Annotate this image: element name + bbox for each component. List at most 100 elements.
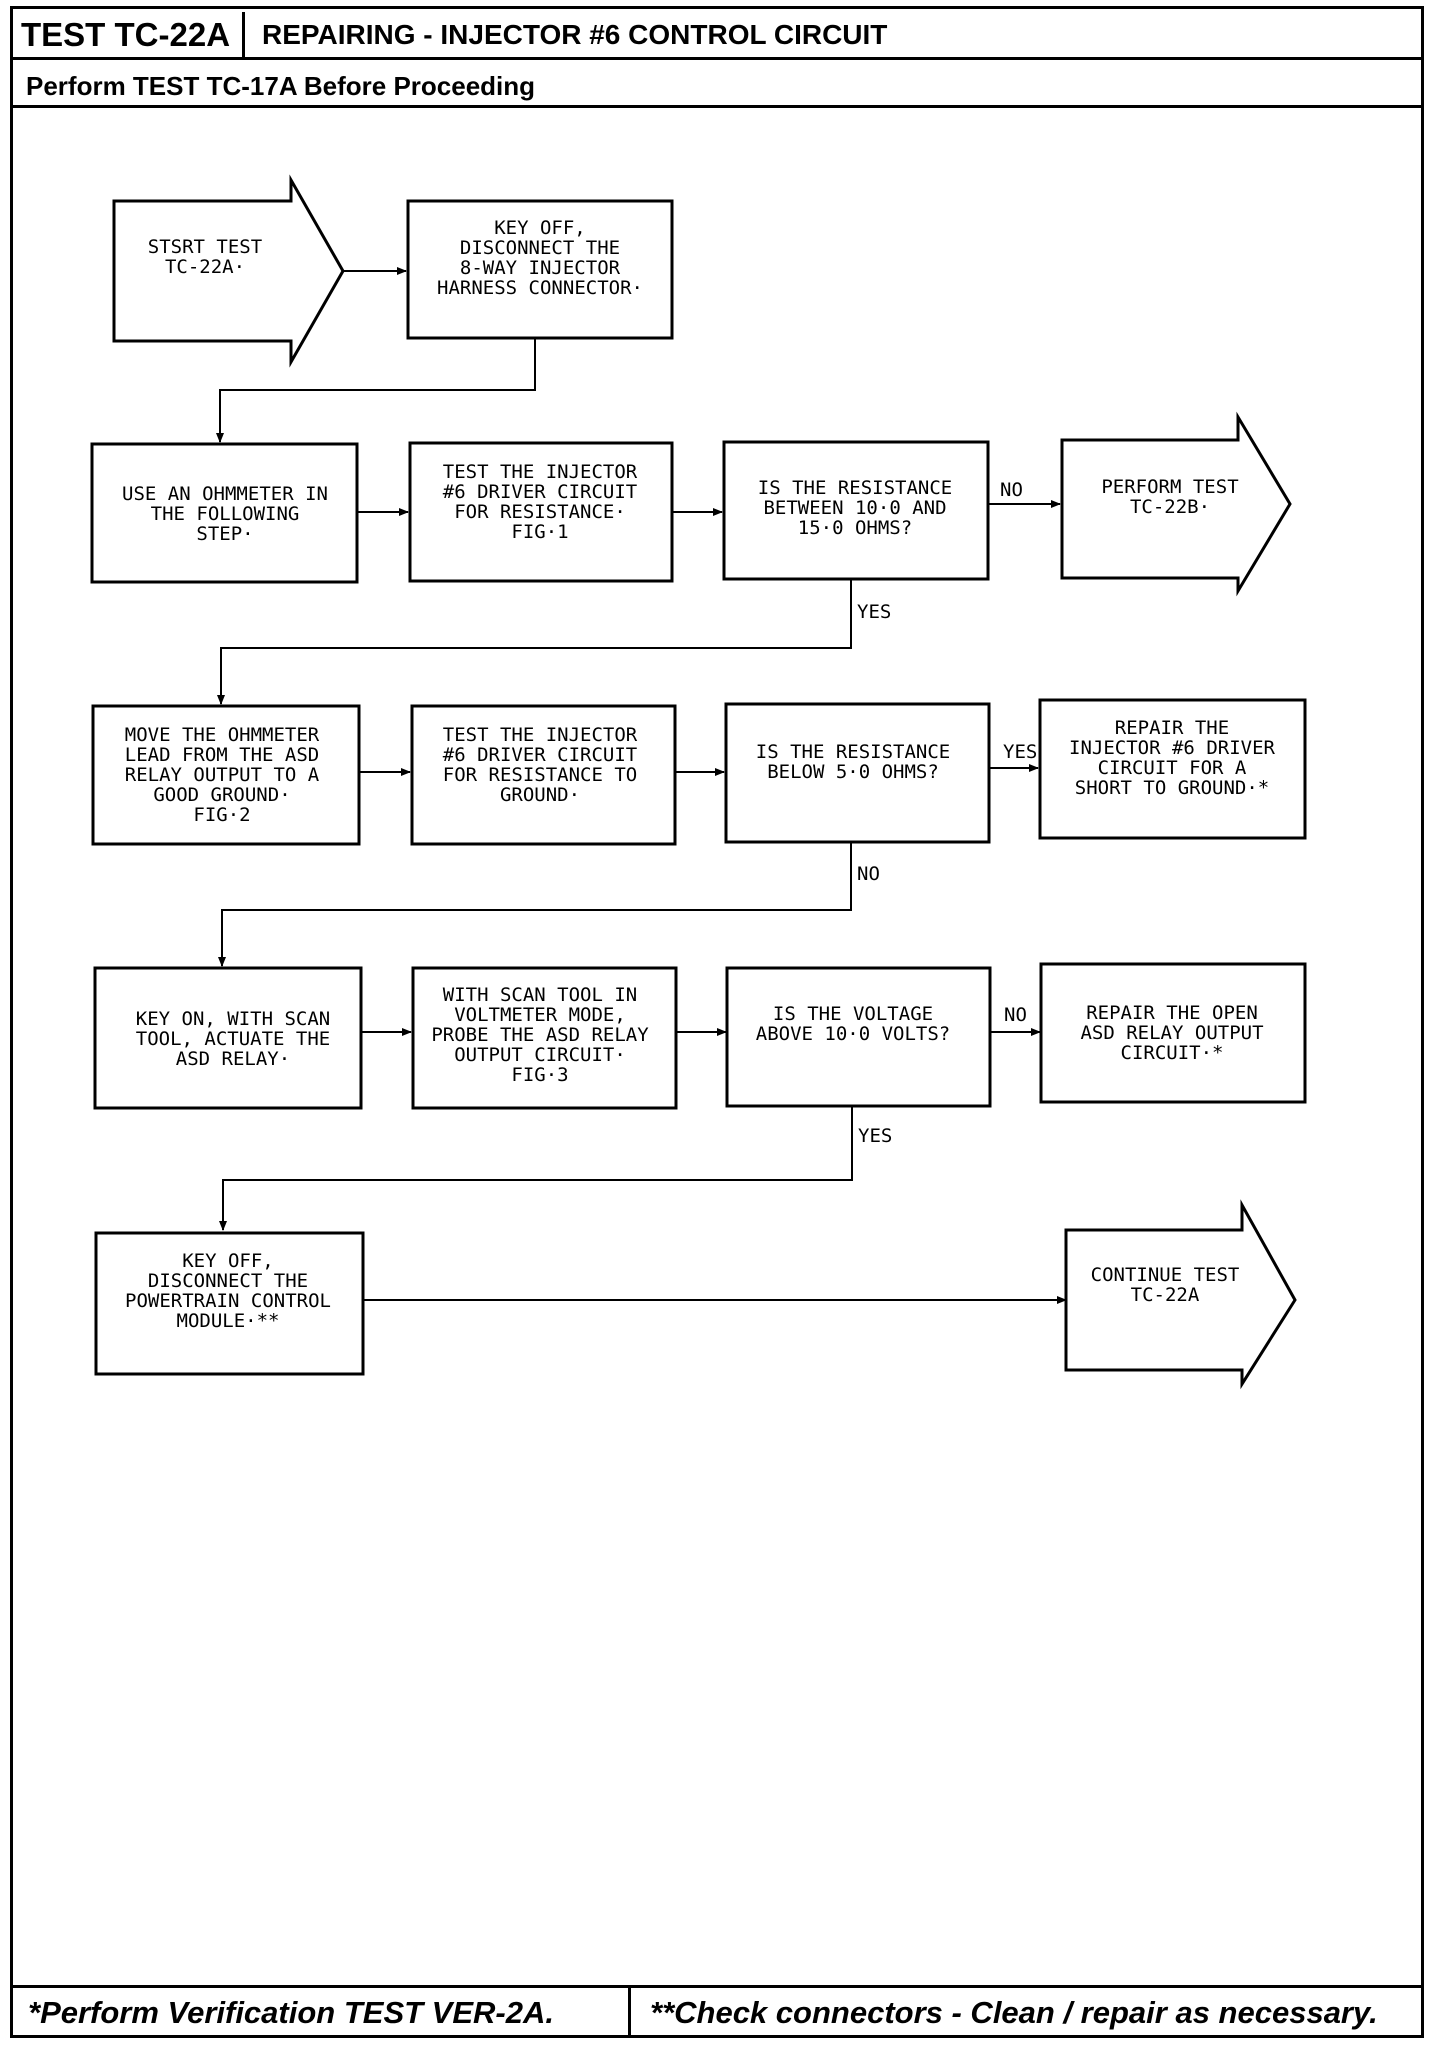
step-line: TOOL, ACTUATE THE — [136, 1028, 330, 1050]
step-line: INJECTOR #6 DRIVER — [1069, 737, 1275, 759]
prerequisite-row — [10, 57, 1424, 108]
step-line: STEP· — [196, 523, 253, 545]
terminal-line: PERFORM TEST — [1101, 476, 1238, 498]
step-line: RELAY OUTPUT TO A — [125, 764, 320, 786]
step-line: THE FOLLOWING — [151, 503, 300, 525]
connectors — [216, 267, 1067, 1304]
step-line: PROBE THE ASD RELAY — [431, 1024, 649, 1046]
step-line: CIRCUIT·* — [1121, 1042, 1224, 1064]
step-line: FIG·1 — [511, 521, 568, 543]
step-line: FOR RESISTANCE TO — [443, 764, 637, 786]
step-line: REPAIR THE — [1115, 717, 1229, 739]
footer-divider — [10, 1985, 1424, 1988]
step-line: SHORT TO GROUND·* — [1075, 777, 1269, 799]
header-row — [10, 6, 1424, 60]
step-line: GROUND· — [500, 784, 580, 806]
step-line: REPAIR THE OPEN — [1086, 1002, 1258, 1024]
start-line: TC-22A· — [165, 256, 245, 278]
step-line: POWERTRAIN CONTROL — [125, 1290, 331, 1312]
step-line: GOOD GROUND· — [153, 784, 290, 806]
decision-line: IS THE VOLTAGE — [773, 1003, 933, 1025]
label-no-3: NO — [1004, 1004, 1027, 1026]
step-line: KEY OFF, — [182, 1250, 274, 1272]
label-yes-3: YES — [858, 1125, 892, 1147]
step-line: LEAD FROM THE ASD — [125, 744, 319, 766]
start-line: STSRT TEST — [148, 236, 262, 258]
step-line: HARNESS CONNECTOR· — [437, 277, 643, 299]
decision-line: ABOVE 10·0 VOLTS? — [756, 1023, 950, 1045]
step-line: USE AN OHMMETER IN — [122, 483, 328, 505]
step-line: KEY ON, WITH SCAN — [136, 1008, 330, 1030]
footer-column-divider — [628, 1985, 631, 2038]
decision-line: 15·0 OHMS? — [798, 517, 912, 539]
step-line: FIG·2 — [193, 804, 250, 826]
step-line: DISCONNECT THE — [460, 237, 620, 259]
page-title: REPAIRING - INJECTOR #6 CONTROL CIRCUIT — [262, 19, 888, 50]
step-line: FOR RESISTANCE· — [454, 501, 626, 523]
label-yes-1: YES — [857, 601, 891, 623]
step-line: ASD RELAY OUTPUT — [1080, 1022, 1263, 1044]
footer-note-verification: *Perform Verification TEST VER-2A. — [28, 1995, 554, 2030]
page-frame — [10, 6, 1424, 2038]
prerequisite-note: Perform TEST TC-17A Before Proceeding — [26, 71, 536, 101]
terminal-line: TC-22B· — [1130, 496, 1210, 518]
step-line: #6 DRIVER CIRCUIT — [443, 481, 637, 503]
step-line: ASD RELAY· — [176, 1048, 290, 1070]
decision-line: BELOW 5·0 OHMS? — [767, 761, 939, 783]
decision-line: IS THE RESISTANCE — [756, 741, 950, 763]
terminal-line: TC-22A — [1131, 1284, 1200, 1306]
step-line: TEST THE INJECTOR — [443, 461, 638, 483]
decision-line: IS THE RESISTANCE — [758, 477, 952, 499]
step-line: CIRCUIT FOR A — [1098, 757, 1247, 779]
test-id: TEST TC-22A — [13, 12, 245, 57]
label-no-2: NO — [857, 863, 880, 885]
step-line: FIG·3 — [511, 1064, 568, 1086]
step-line: 8-WAY INJECTOR — [460, 257, 621, 279]
label-yes-2: YES — [1003, 741, 1037, 763]
step-line: OUTPUT CIRCUIT· — [454, 1044, 626, 1066]
step-line: VOLTMETER MODE, — [454, 1004, 626, 1026]
footer-note-connectors: **Check connectors - Clean / repair as n… — [650, 1995, 1378, 2030]
step-line: #6 DRIVER CIRCUIT — [443, 744, 637, 766]
decision-line: BETWEEN 10·0 AND — [763, 497, 946, 519]
step-line: KEY OFF, — [494, 217, 586, 239]
terminal-line: CONTINUE TEST — [1091, 1264, 1240, 1286]
step-line: DISCONNECT THE — [148, 1270, 308, 1292]
step-line: MOVE THE OHMMETER — [125, 724, 320, 746]
label-no-1: NO — [1000, 479, 1023, 501]
step-line: TEST THE INJECTOR — [443, 724, 638, 746]
step-line: WITH SCAN TOOL IN — [443, 984, 637, 1006]
